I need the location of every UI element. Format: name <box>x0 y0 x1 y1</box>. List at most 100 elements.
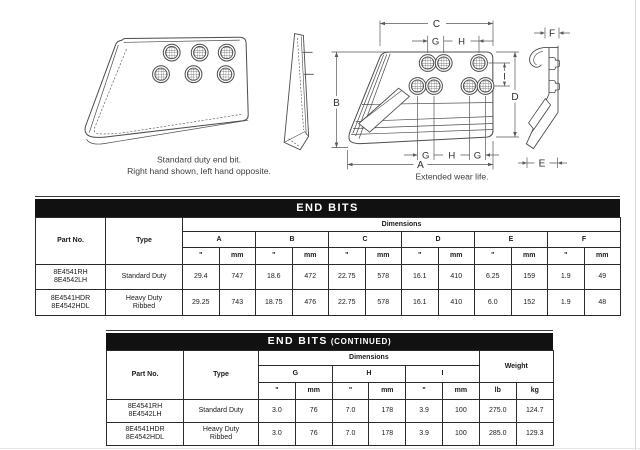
col-header-dimensions: Dimensions <box>182 217 621 232</box>
value-cell: 410 <box>437 264 475 290</box>
end-bits-table: END BITS Part No. Type Dimensions A B C … <box>35 196 621 316</box>
dim-label-c: C <box>433 19 440 30</box>
value-cell: 178 <box>368 422 407 446</box>
value-cell: 3.0 <box>258 399 296 423</box>
dim-label-b: B <box>333 98 340 109</box>
col-header-part-no: Part No. <box>106 350 184 400</box>
unit-header-in: " <box>547 247 585 265</box>
value-cell: 18.75 <box>255 289 293 316</box>
value-cell: 7.0 <box>331 422 370 446</box>
dim-header-i: I <box>405 365 480 383</box>
end-bits-dimensions-table: Part No. Type Dimensions A B C D E F " m… <box>35 217 621 316</box>
value-cell: 476 <box>291 289 329 316</box>
extended-wear-caption: Extended wear life. <box>415 172 488 182</box>
value-cell: 578 <box>364 264 402 290</box>
part-no-line: 8E4541HDR <box>125 426 165 433</box>
unit-header-mm: mm <box>294 382 333 400</box>
unit-header-in: " <box>328 247 366 265</box>
value-cell: 7.0 <box>331 399 370 423</box>
value-cell: 6.0 <box>474 289 512 316</box>
weight-cell: 285.0 <box>478 422 517 446</box>
dim-label-i: I <box>503 71 506 82</box>
dimension-lines <box>331 20 570 170</box>
col-header-part-no: Part No. <box>35 217 106 265</box>
unit-header-mm: mm <box>291 247 329 265</box>
table-top-rule <box>106 330 553 331</box>
value-cell: 578 <box>364 289 402 316</box>
type-line: Heavy Duty <box>202 426 240 433</box>
unit-header-mm: mm <box>510 247 548 265</box>
dimension-labels: C G H B D I G H G A F E <box>333 19 555 171</box>
value-cell: 747 <box>218 264 256 290</box>
table-title: END BITS <box>267 335 328 347</box>
weight-cell: 124.7 <box>515 399 554 423</box>
part-no-line: 8E4542LH <box>53 277 88 284</box>
type-line: Standard Duty <box>121 273 167 280</box>
part-no-line: 8E4541RH <box>127 403 163 410</box>
col-header-weight: Weight <box>478 350 554 383</box>
part-no-line: 8E4542LH <box>128 411 162 418</box>
value-cell: 3.0 <box>258 422 296 446</box>
value-cell: 100 <box>441 399 480 423</box>
dim-label-f: F <box>549 29 555 40</box>
unit-header-mm: mm <box>364 247 402 265</box>
value-cell: 1.9 <box>547 264 585 290</box>
weight-cell: 129.3 <box>515 422 554 446</box>
standard-duty-front-view <box>84 36 249 145</box>
col-header-dimensions: Dimensions <box>258 350 480 366</box>
value-cell: 22.75 <box>328 264 366 290</box>
col-header-type: Type <box>183 350 259 400</box>
table-top-rule <box>35 196 620 197</box>
unit-header-mm: mm <box>218 247 256 265</box>
value-cell: 743 <box>218 289 256 316</box>
dim-label-g-bottom-left: G <box>422 151 429 162</box>
dim-label-h-top: H <box>458 37 465 48</box>
dim-header-a: A <box>182 231 256 248</box>
table-title: END BITS <box>296 202 359 214</box>
technical-drawings: Standard duty end bit. Right hand shown,… <box>84 19 570 182</box>
unit-header-mm: mm <box>441 382 480 400</box>
value-cell: 29.4 <box>182 264 220 290</box>
value-cell: 76 <box>294 422 333 446</box>
type-cell: Standard Duty <box>105 264 183 290</box>
heavy-duty-front-view <box>348 51 495 145</box>
dim-header-e: E <box>474 231 548 248</box>
table-title-suffix: (CONTINUED) <box>330 337 392 346</box>
dim-label-a: A <box>417 160 424 171</box>
dim-label-h-bottom: H <box>448 151 455 162</box>
value-cell: 48 <box>583 289 621 316</box>
type-line: Ribbed <box>132 302 156 310</box>
type-line: Standard Duty <box>198 407 244 414</box>
unit-header-in: " <box>182 247 220 265</box>
col-header-type: Type <box>105 217 183 265</box>
weight-cell: 275.0 <box>478 399 517 423</box>
type-cell: Standard Duty <box>183 399 259 423</box>
value-cell: 22.75 <box>328 289 366 316</box>
standard-duty-caption-line2: Right hand shown, left hand opposite. <box>127 166 271 176</box>
dimension-arrowheads <box>334 21 564 167</box>
value-cell: 29.25 <box>182 289 220 316</box>
value-cell: 472 <box>291 264 329 290</box>
unit-header-in: " <box>255 247 293 265</box>
dim-label-d: D <box>511 92 518 103</box>
dim-header-f: F <box>547 231 621 248</box>
part-no-line: 8E4541RH <box>53 269 88 276</box>
page-edge-line <box>635 0 636 450</box>
end-bits-continued-table: END BITS(CONTINUED) Part No. Type Dimens… <box>106 330 554 446</box>
dim-header-d: D <box>401 231 475 248</box>
unit-header-mm: mm <box>437 247 475 265</box>
value-cell: 3.9 <box>405 399 443 423</box>
value-cell: 16.1 <box>401 289 439 316</box>
unit-header-in: " <box>331 382 370 400</box>
dim-label-g-bottom-right: G <box>474 151 481 162</box>
type-line: Ribbed <box>209 434 233 441</box>
value-cell: 152 <box>510 289 548 316</box>
value-cell: 178 <box>368 399 407 423</box>
standard-duty-side-view <box>283 33 314 151</box>
value-cell: 18.6 <box>255 264 293 290</box>
dim-label-e: E <box>539 158 546 169</box>
